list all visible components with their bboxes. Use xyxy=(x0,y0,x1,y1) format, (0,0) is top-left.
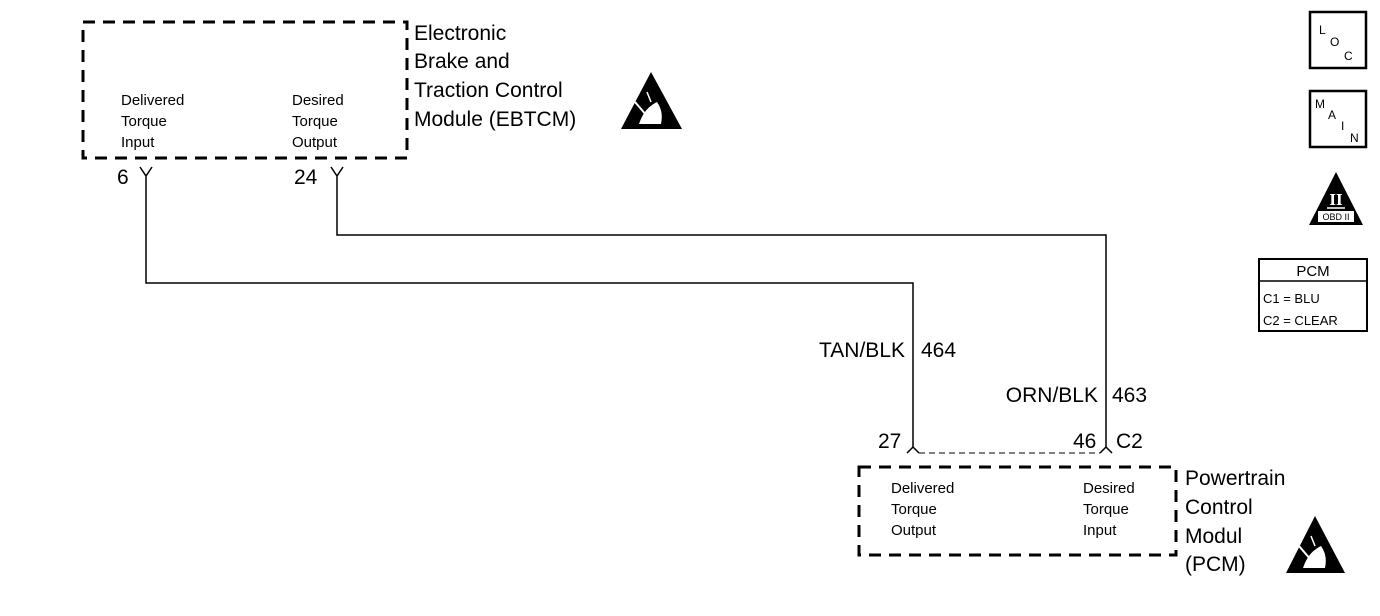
ebtcm-pin-number-left: 6 xyxy=(117,166,129,189)
pcm-title-line: Modul xyxy=(1185,525,1242,548)
loc-icon: L O C xyxy=(1308,10,1368,70)
ebtcm-pin-number-right: 24 xyxy=(294,166,318,189)
esd-warning-icon xyxy=(621,72,682,129)
pcm-pin-number-right: 46 xyxy=(1073,430,1096,453)
loc-letter: C xyxy=(1344,49,1353,63)
ebtcm-title-line: Module (EBTCM) xyxy=(414,108,576,131)
wire-464-circuit: 464 xyxy=(921,339,956,362)
ebtcm-title-line: Brake and xyxy=(414,50,510,73)
ebtcm-pin-left-label: Delivered Torque Input xyxy=(121,92,184,151)
pin-label-line: Output xyxy=(891,522,937,539)
pin-label-line: Desired xyxy=(1083,480,1135,497)
pcm-pin-right-label: Desired Torque Input xyxy=(1083,480,1135,539)
pin-label-line: Torque xyxy=(121,113,167,130)
pin-label-line: Output xyxy=(292,134,338,151)
pcm-table-row: C1 = BLU xyxy=(1263,291,1320,306)
main-letter: A xyxy=(1328,108,1336,122)
pcm-terminal-46 xyxy=(1099,445,1113,454)
pcm-table-row: C2 = CLEAR xyxy=(1263,313,1338,328)
ebtcm-module-box xyxy=(81,20,409,160)
wire-464 xyxy=(145,184,914,447)
pin-label-line: Torque xyxy=(1083,501,1129,518)
pin-label-line: Delivered xyxy=(121,92,184,109)
pcm-module-box xyxy=(857,465,1178,557)
loc-letter: O xyxy=(1330,35,1339,49)
pin-label-line: Desired xyxy=(292,92,344,109)
ebtcm-terminal-24 xyxy=(330,166,344,184)
pcm-title-line: Control xyxy=(1185,496,1253,519)
pcm-table-header: PCM xyxy=(1296,263,1329,280)
pcm-connector-table: PCM C1 = BLU C2 = CLEAR xyxy=(1258,258,1368,332)
main-letter: M xyxy=(1315,97,1325,111)
ebtcm-pin-right-label: Desired Torque Output xyxy=(292,92,344,151)
pin-label-line: Delivered xyxy=(891,480,954,497)
loc-letter: L xyxy=(1319,23,1326,37)
pcm-terminal-27 xyxy=(906,445,920,454)
pcm-title: Powertrain Control Modul (PCM) xyxy=(1185,467,1285,576)
wire-464-color: TAN/BLK xyxy=(819,339,905,362)
pcm-connector-id: C2 xyxy=(1116,430,1143,453)
pin-label-line: Input xyxy=(1083,522,1117,539)
pin-label-line: Torque xyxy=(292,113,338,130)
main-letter: I xyxy=(1341,119,1344,133)
ebtcm-title-line: Electronic xyxy=(414,22,506,45)
pin-label-line: Torque xyxy=(891,501,937,518)
pin-label-line: Input xyxy=(121,134,155,151)
pcm-title-line: Powertrain xyxy=(1185,467,1285,490)
ebtcm-terminal-6 xyxy=(139,166,153,184)
pcm-pin-left-label: Delivered Torque Output xyxy=(891,480,954,539)
ebtcm-title: Electronic Brake and Traction Control Mo… xyxy=(414,22,576,131)
wire-463 xyxy=(336,184,1107,447)
ebtcm-title-line: Traction Control xyxy=(414,79,563,102)
main-letter: N xyxy=(1350,131,1359,145)
esd-warning-icon xyxy=(1286,516,1345,573)
obd-roman: II xyxy=(1329,190,1343,209)
wire-463-color: ORN/BLK xyxy=(1006,384,1098,407)
main-icon: M A I N xyxy=(1308,89,1368,149)
obd-ii-icon: II OBD II xyxy=(1309,172,1363,225)
pcm-pin-number-left: 27 xyxy=(878,430,901,453)
wire-463-circuit: 463 xyxy=(1112,384,1147,407)
obd-label: OBD II xyxy=(1322,212,1349,222)
pcm-title-line: (PCM) xyxy=(1185,553,1246,576)
